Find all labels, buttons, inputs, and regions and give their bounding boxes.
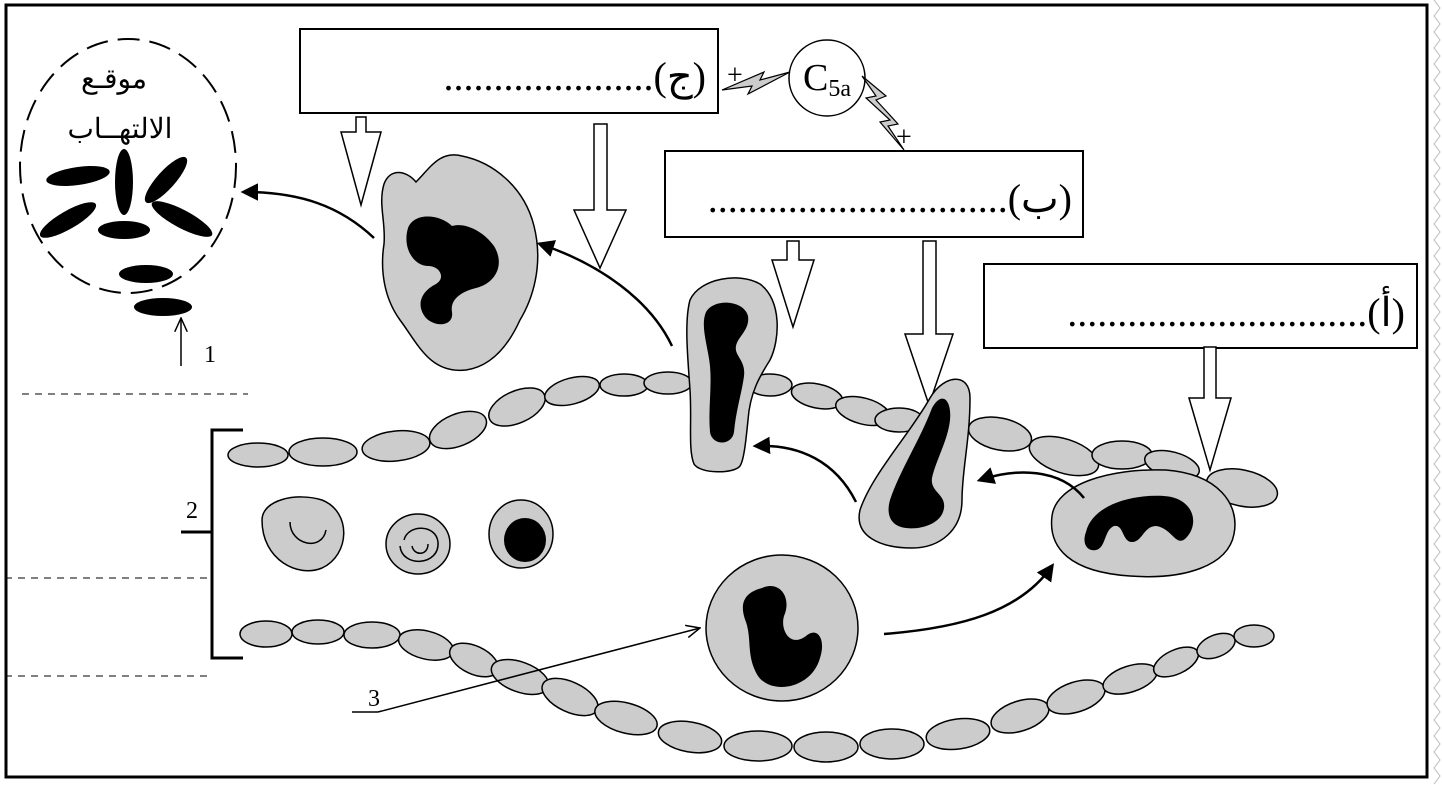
box-j-text: (ج)..................... xyxy=(444,54,706,100)
endothelial-cell xyxy=(488,387,546,427)
neutrophil-emigrated-nucleus xyxy=(406,216,499,325)
inflammation-site-circle xyxy=(19,38,237,294)
box-b-text: (ب).............................. xyxy=(708,176,1072,221)
box-a-text: (أ).............................. xyxy=(1067,285,1405,335)
plus-sign-box-j: + xyxy=(727,60,743,91)
red-blood-cell-inner xyxy=(289,521,327,545)
endothelial-cell xyxy=(599,373,649,397)
endothelial-cell xyxy=(1046,679,1106,715)
arrow-box-b-right xyxy=(903,240,955,408)
c5a-subscript: 5a xyxy=(828,76,851,102)
inflammation-site: موقـع الالتهــاب 1 xyxy=(19,38,237,368)
inflammation-site-label-line1: موقـع xyxy=(81,64,147,95)
neutrophil-diapedesis xyxy=(686,277,778,473)
bacterium xyxy=(151,201,213,237)
endothelial-cell xyxy=(1091,440,1153,470)
arrow-adhering-to-diapedesis xyxy=(752,436,858,503)
box-b: (ب).............................. xyxy=(664,150,1084,238)
bacterium xyxy=(119,265,173,283)
page-edge-pattern xyxy=(1433,0,1441,785)
endothelial-cell xyxy=(1102,663,1158,695)
endothelial-cell xyxy=(643,371,693,395)
endothelial-cell xyxy=(859,728,925,760)
box-j: (ج)..................... xyxy=(299,28,719,114)
endothelial-cell xyxy=(428,410,488,450)
pointer-3-line xyxy=(377,628,700,713)
neutrophil-adhering-nucleus xyxy=(888,398,951,529)
lymphocyte-nucleus xyxy=(504,518,546,562)
arrow-diapedesis-to-emigrated xyxy=(536,240,674,347)
bacterium xyxy=(144,156,188,204)
endothelial-cell xyxy=(543,375,601,407)
label-number-3: 3 xyxy=(368,686,380,712)
endothelial-cell xyxy=(1233,624,1275,648)
endothelial-cell xyxy=(990,698,1050,734)
bacterium xyxy=(98,221,150,239)
bacterium xyxy=(39,202,97,238)
signal-arrows xyxy=(340,116,1232,473)
endothelial-cell xyxy=(723,730,793,762)
bacterium xyxy=(46,166,110,186)
endothelial-cell xyxy=(657,720,723,754)
vessel-bracket-line xyxy=(210,428,243,660)
red-blood-cell-inner xyxy=(411,543,429,554)
endothelial-cell xyxy=(967,416,1033,452)
arrow-box-a xyxy=(1188,346,1232,473)
blood-cells xyxy=(261,496,554,575)
inflammation-site-label-line2: الالتهــاب xyxy=(68,114,173,145)
migration-arrows xyxy=(240,183,1085,636)
plus-sign-box-b: + xyxy=(896,122,912,153)
bacteria-cluster xyxy=(39,149,213,316)
endothelial-cell xyxy=(594,700,658,736)
endothelial-cell xyxy=(227,442,289,468)
endothelial-cell xyxy=(343,621,401,649)
box-a: (أ).............................. xyxy=(983,263,1418,349)
box-b-frame xyxy=(664,150,1084,238)
box-a-frame xyxy=(983,263,1418,349)
neutrophil-diapedesis-nucleus xyxy=(703,302,749,443)
red-blood-cell-inner xyxy=(399,527,439,562)
neutrophil-circulating xyxy=(705,554,859,702)
box-j-frame xyxy=(299,28,719,114)
lightning-to-box-b xyxy=(861,75,905,151)
neutrophil-adhering xyxy=(858,378,971,549)
endothelial-cell xyxy=(239,620,293,648)
neutrophil-rolling-nucleus xyxy=(1084,495,1194,551)
red-blood-cell xyxy=(261,496,345,572)
endothelial-cell xyxy=(361,429,431,463)
c5a-label: C5a xyxy=(803,57,851,102)
arrow-rolling-to-adhering xyxy=(976,467,1085,499)
lightning-to-box-j xyxy=(721,70,791,96)
c5a-base: C xyxy=(803,57,828,99)
vessel-bracket xyxy=(181,428,243,660)
page-edge-zigzag xyxy=(1433,0,1441,785)
label-number-2: 2 xyxy=(186,498,198,524)
arrow-circulating-to-rolling xyxy=(883,563,1055,636)
arrow-box-b-left xyxy=(770,240,816,330)
vessel-wall-lower xyxy=(239,619,1275,763)
endothelial-cell xyxy=(1152,646,1200,678)
endothelial-cell xyxy=(793,731,859,763)
neutrophil-rolling xyxy=(1050,469,1236,578)
c5a-complement: C5a + + xyxy=(721,39,912,153)
neutrophil-emigrated xyxy=(381,154,539,371)
endothelial-cell xyxy=(288,437,358,467)
endothelial-cell xyxy=(397,629,455,661)
bacterium xyxy=(115,149,133,215)
neutrophil-nucleus xyxy=(742,586,823,688)
endothelial-cell xyxy=(1196,632,1236,660)
arrow-box-j-right xyxy=(572,123,628,270)
arrow-emigrated-to-site xyxy=(240,183,375,239)
endothelial-cell xyxy=(291,619,345,645)
endothelial-cell xyxy=(1028,435,1100,477)
arrow-box-j-left xyxy=(340,116,382,208)
bacterium xyxy=(134,298,192,316)
red-blood-cell xyxy=(385,513,451,575)
label-number-1: 1 xyxy=(204,342,216,368)
endothelial-cell xyxy=(925,717,991,751)
diagram-frame xyxy=(4,3,1429,779)
